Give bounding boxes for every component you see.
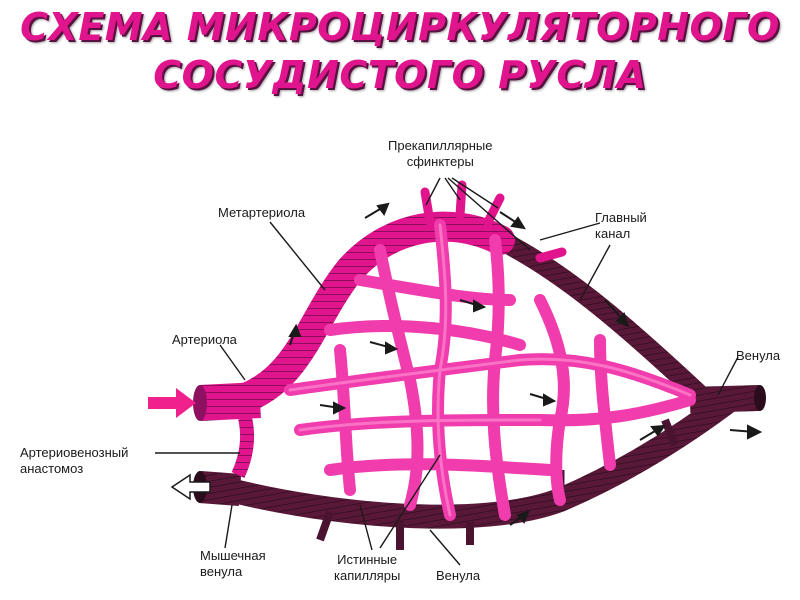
venule-right-vessel	[689, 385, 761, 413]
label-av-anastomosis: Артериовенозный анастомоз	[20, 445, 128, 477]
label-av-anastomosis-line-1: Артериовенозный	[20, 445, 129, 460]
arteriole-end	[193, 385, 207, 421]
av-anastomosis-vessel	[231, 416, 254, 478]
label-true-capillaries-line-2: капилляры	[334, 568, 401, 583]
arterial-vessels	[193, 180, 567, 478]
label-arteriole: Артериола	[172, 332, 237, 348]
venule-bottom-vessel	[218, 388, 742, 529]
label-main-channel-line-2: канал	[595, 226, 631, 241]
capillary	[374, 244, 424, 511]
label-precapillary-line-1: Прекапиллярные	[388, 138, 493, 153]
venule-branch	[316, 510, 334, 542]
main-channel-vessel	[490, 230, 710, 405]
capillary	[487, 234, 511, 521]
label-metarteriole-text: Метартериола	[218, 205, 306, 220]
label-venule-right: Венула	[736, 348, 780, 364]
capillary-highlights	[288, 223, 692, 517]
label-muscular-venule-line-1: Мышечная	[200, 548, 266, 563]
venule-right-end	[754, 385, 766, 411]
label-precapillary-sphincters: Прекапиллярные сфинктеры	[388, 138, 493, 170]
label-muscular-venule: Мышечная венула	[200, 548, 266, 580]
precapillary-sphincter	[483, 193, 505, 227]
label-venule-bottom-text: Венула	[436, 568, 481, 583]
precapillary-sphincter	[420, 187, 435, 227]
page-title-line-2: СОСУДИСТОГО РУСЛА	[153, 53, 647, 97]
capillary	[594, 334, 616, 471]
label-metarteriole: Метартериола	[218, 205, 305, 221]
label-precapillary-line-2: сфинктеры	[406, 154, 474, 169]
leader-lines	[155, 177, 739, 566]
label-venule-right-text: Венула	[736, 348, 781, 363]
capillary	[334, 344, 356, 496]
capillary	[534, 294, 570, 506]
label-muscular-venule-line-2: венула	[200, 564, 243, 579]
venule-branch	[661, 418, 679, 447]
label-true-capillaries-line-1: Истинные	[337, 552, 398, 567]
metarteriole-vessel	[225, 211, 515, 415]
label-arteriole-text: Артериола	[172, 332, 237, 347]
precapillary-sphincter	[535, 247, 567, 263]
arteriole-vessel	[199, 382, 261, 421]
label-true-capillaries: Истинные капилляры	[334, 552, 400, 584]
inflow-arrow-icon	[148, 388, 196, 418]
flow-arrows	[288, 202, 763, 526]
label-venule-bottom: Венула	[436, 568, 480, 584]
label-main-channel-line-1: Главный	[595, 210, 647, 225]
label-av-anastomosis-line-2: анастомоз	[20, 461, 84, 476]
outflow-arrow-icon	[170, 473, 211, 501]
page-title-line-1: СХЕМА МИКРОЦИРКУЛЯТОРНОГО	[20, 5, 780, 49]
label-main-channel: Главный канал	[595, 210, 647, 242]
